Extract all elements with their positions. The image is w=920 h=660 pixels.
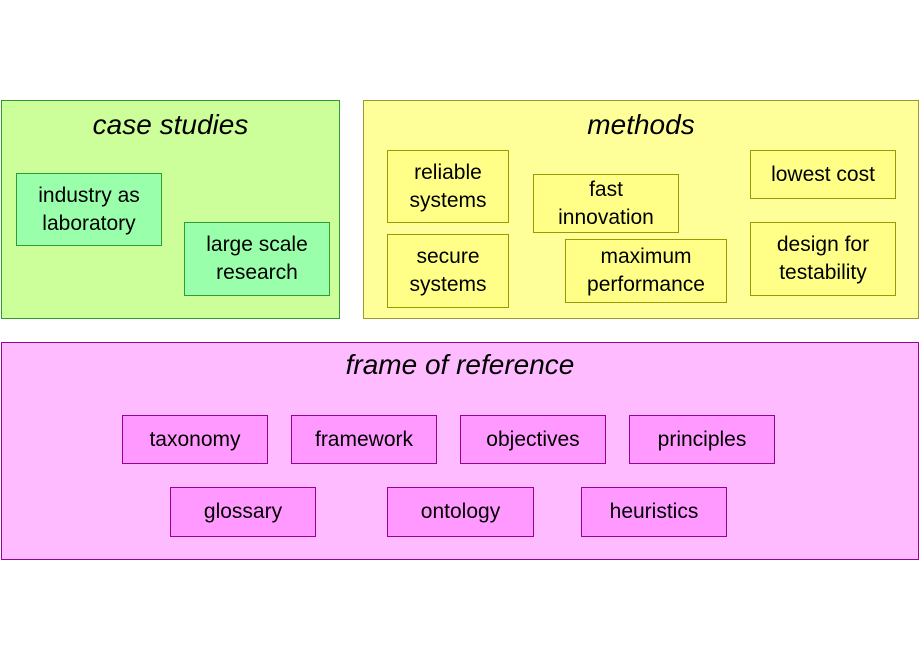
method-item-design-for-testability: design for testability bbox=[750, 222, 896, 296]
case-studies-group: case studies industry as laboratory larg… bbox=[1, 100, 340, 319]
method-item-fast-innovation: fast innovation bbox=[533, 174, 679, 233]
method-item-lowest-cost: lowest cost bbox=[750, 150, 896, 199]
case-studies-title: case studies bbox=[92, 109, 249, 140]
frame-of-reference-group: frame of reference taxonomy framework ob… bbox=[1, 342, 919, 560]
frame-item-taxonomy: taxonomy bbox=[122, 415, 268, 464]
frame-of-reference-title: frame of reference bbox=[345, 349, 575, 380]
method-item-maximum-performance: maximum performance bbox=[565, 239, 727, 303]
frame-item-framework: framework bbox=[291, 415, 437, 464]
method-item-reliable-systems: reliable systems bbox=[387, 150, 509, 223]
method-item-secure-systems: secure systems bbox=[387, 234, 509, 308]
case-item-industry-as-laboratory: industry as laboratory bbox=[16, 173, 162, 246]
methods-title: methods bbox=[587, 109, 695, 140]
frame-item-objectives: objectives bbox=[460, 415, 606, 464]
frame-item-glossary: glossary bbox=[170, 487, 316, 537]
methods-group: methods reliable systems secure systems … bbox=[363, 100, 919, 319]
case-item-large-scale-research: large scale research bbox=[184, 222, 330, 296]
frame-item-principles: principles bbox=[629, 415, 775, 464]
frame-item-heuristics: heuristics bbox=[581, 487, 727, 537]
frame-item-ontology: ontology bbox=[387, 487, 534, 537]
